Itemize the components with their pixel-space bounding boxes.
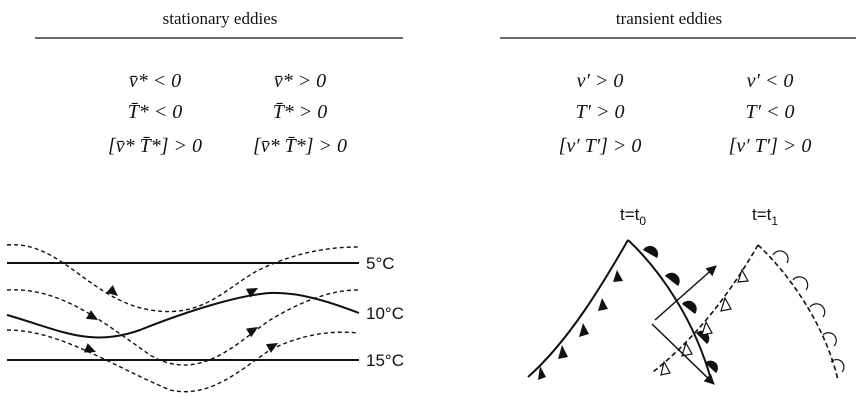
transient-v-negative: v′ < 0 xyxy=(747,70,794,92)
transient-v-positive: v′ > 0 xyxy=(577,70,624,92)
streamline-arrow xyxy=(246,323,261,337)
stationary-title: stationary eddies xyxy=(163,9,278,28)
stationary-T-negative: T̄* < 0 xyxy=(128,101,183,123)
time-label-t1: t=t1 xyxy=(752,205,778,228)
streamline-top xyxy=(7,245,358,312)
stationary-v-negative: v̄* < 0 xyxy=(129,70,181,92)
time-label-t0: t=t0 xyxy=(620,205,646,228)
transient-T-positive: T′ > 0 xyxy=(576,101,625,123)
stationary-flux-positive-col: [v̄* T̄*] > 0 xyxy=(253,135,347,157)
stationary-T-positive: T̄* > 0 xyxy=(273,101,328,123)
transient-flux-negative-col: [v′ T′] > 0 xyxy=(729,135,812,157)
isotherm-label-5c: 5°C xyxy=(366,254,395,273)
warm-front-t1 xyxy=(758,245,838,380)
warm-front-t0 xyxy=(628,240,712,383)
cold-front-triangles-t0 xyxy=(538,270,623,380)
transient-T-negative: T′ < 0 xyxy=(746,101,795,123)
cold-front-t0 xyxy=(528,240,628,377)
stationary-eddies-panel: stationary eddies v̄* < 0 T̄* < 0 [v̄* T… xyxy=(7,9,404,392)
streamline-middle xyxy=(7,290,358,365)
isotherm-label-10c: 10°C xyxy=(366,304,404,323)
transient-flux-positive-col: [v′ T′] > 0 xyxy=(559,135,642,157)
isotherm-10c-line xyxy=(7,293,359,338)
warm-front-semicircles-t1 xyxy=(773,251,844,372)
transient-title: transient eddies xyxy=(616,9,722,28)
stationary-flux-negative-col: [v̄* T̄*] > 0 xyxy=(108,135,202,157)
warm-front-semicircles-t0 xyxy=(643,246,718,373)
stationary-v-positive: v̄* > 0 xyxy=(274,70,326,92)
isotherm-label-15c: 15°C xyxy=(366,351,404,370)
poleward-warm-arrow xyxy=(655,266,716,320)
transient-eddies-panel: transient eddies v′ > 0 T′ > 0 [v′ T′] >… xyxy=(500,9,856,384)
